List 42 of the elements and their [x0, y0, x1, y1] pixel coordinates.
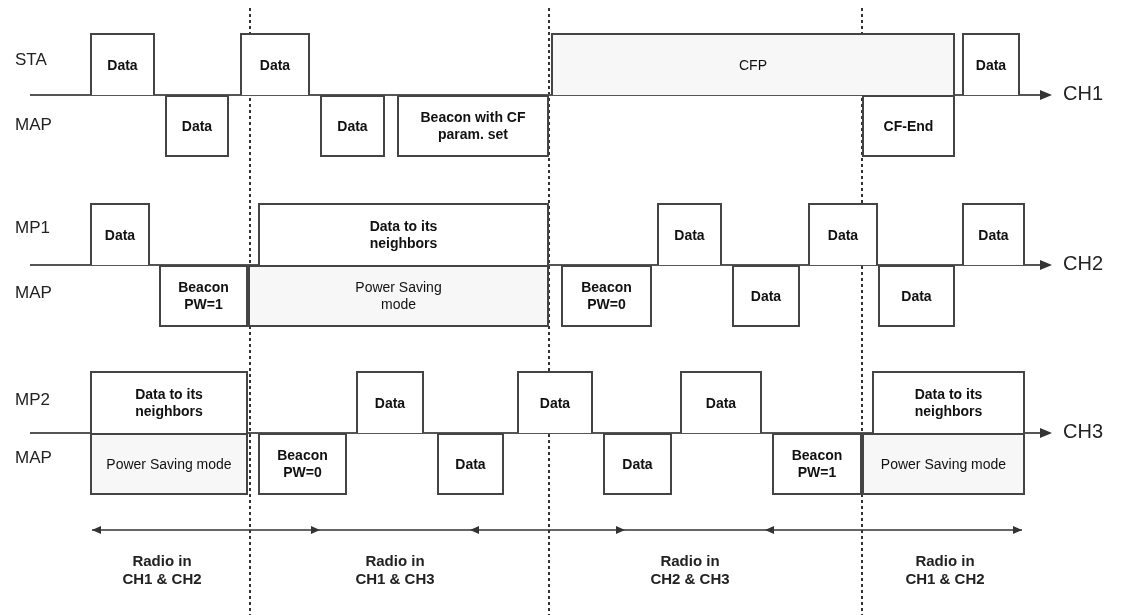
station-label: MP2	[15, 390, 50, 410]
frame-box: Power Saving mode	[90, 433, 248, 495]
frame-box: Data to its neighbors	[258, 203, 549, 265]
frame-box: CFP	[551, 33, 955, 95]
frame-box: Data	[603, 433, 672, 495]
radio-span-label: Radio in CH1 & CH2	[904, 552, 986, 588]
channel-label: CH1	[1063, 82, 1103, 105]
frame-box: Data	[808, 203, 878, 265]
station-label: MAP	[15, 115, 52, 135]
frame-box: Beacon PW=1	[772, 433, 862, 495]
station-label: MAP	[15, 448, 52, 468]
radio-span-label: Radio in CH1 & CH3	[354, 552, 436, 588]
frame-box: Beacon PW=1	[159, 265, 248, 327]
station-label: MAP	[15, 283, 52, 303]
frame-box: Beacon with CF param. set	[397, 95, 549, 157]
frame-box: Data to its neighbors	[90, 371, 248, 433]
frame-box: Data	[90, 33, 155, 95]
frame-box: Power Saving mode	[862, 433, 1025, 495]
frame-box: CF-End	[862, 95, 955, 157]
station-label: MP1	[15, 218, 50, 238]
frame-box: Data	[240, 33, 310, 95]
frame-box: Data	[165, 95, 229, 157]
frame-box: Data	[657, 203, 722, 265]
radio-span-label: Radio in CH1 & CH2	[121, 552, 203, 588]
frame-box: Data to its neighbors	[872, 371, 1025, 433]
radio-span-label: Radio in CH2 & CH3	[649, 552, 731, 588]
frame-box: Data	[962, 33, 1020, 95]
frame-box: Data	[356, 371, 424, 433]
station-label: STA	[15, 50, 47, 70]
frame-box: Data	[437, 433, 504, 495]
frame-box: Beacon PW=0	[561, 265, 652, 327]
frame-box: Power Saving mode	[248, 265, 549, 327]
channel-label: CH2	[1063, 252, 1103, 275]
frame-box: Beacon PW=0	[258, 433, 347, 495]
frame-box: Data	[517, 371, 593, 433]
frame-box: Data	[90, 203, 150, 265]
frame-box: Data	[878, 265, 955, 327]
frame-box: Data	[732, 265, 800, 327]
frame-box: Data	[680, 371, 762, 433]
frame-box: Data	[962, 203, 1025, 265]
frame-box: Data	[320, 95, 385, 157]
channel-label: CH3	[1063, 420, 1103, 443]
